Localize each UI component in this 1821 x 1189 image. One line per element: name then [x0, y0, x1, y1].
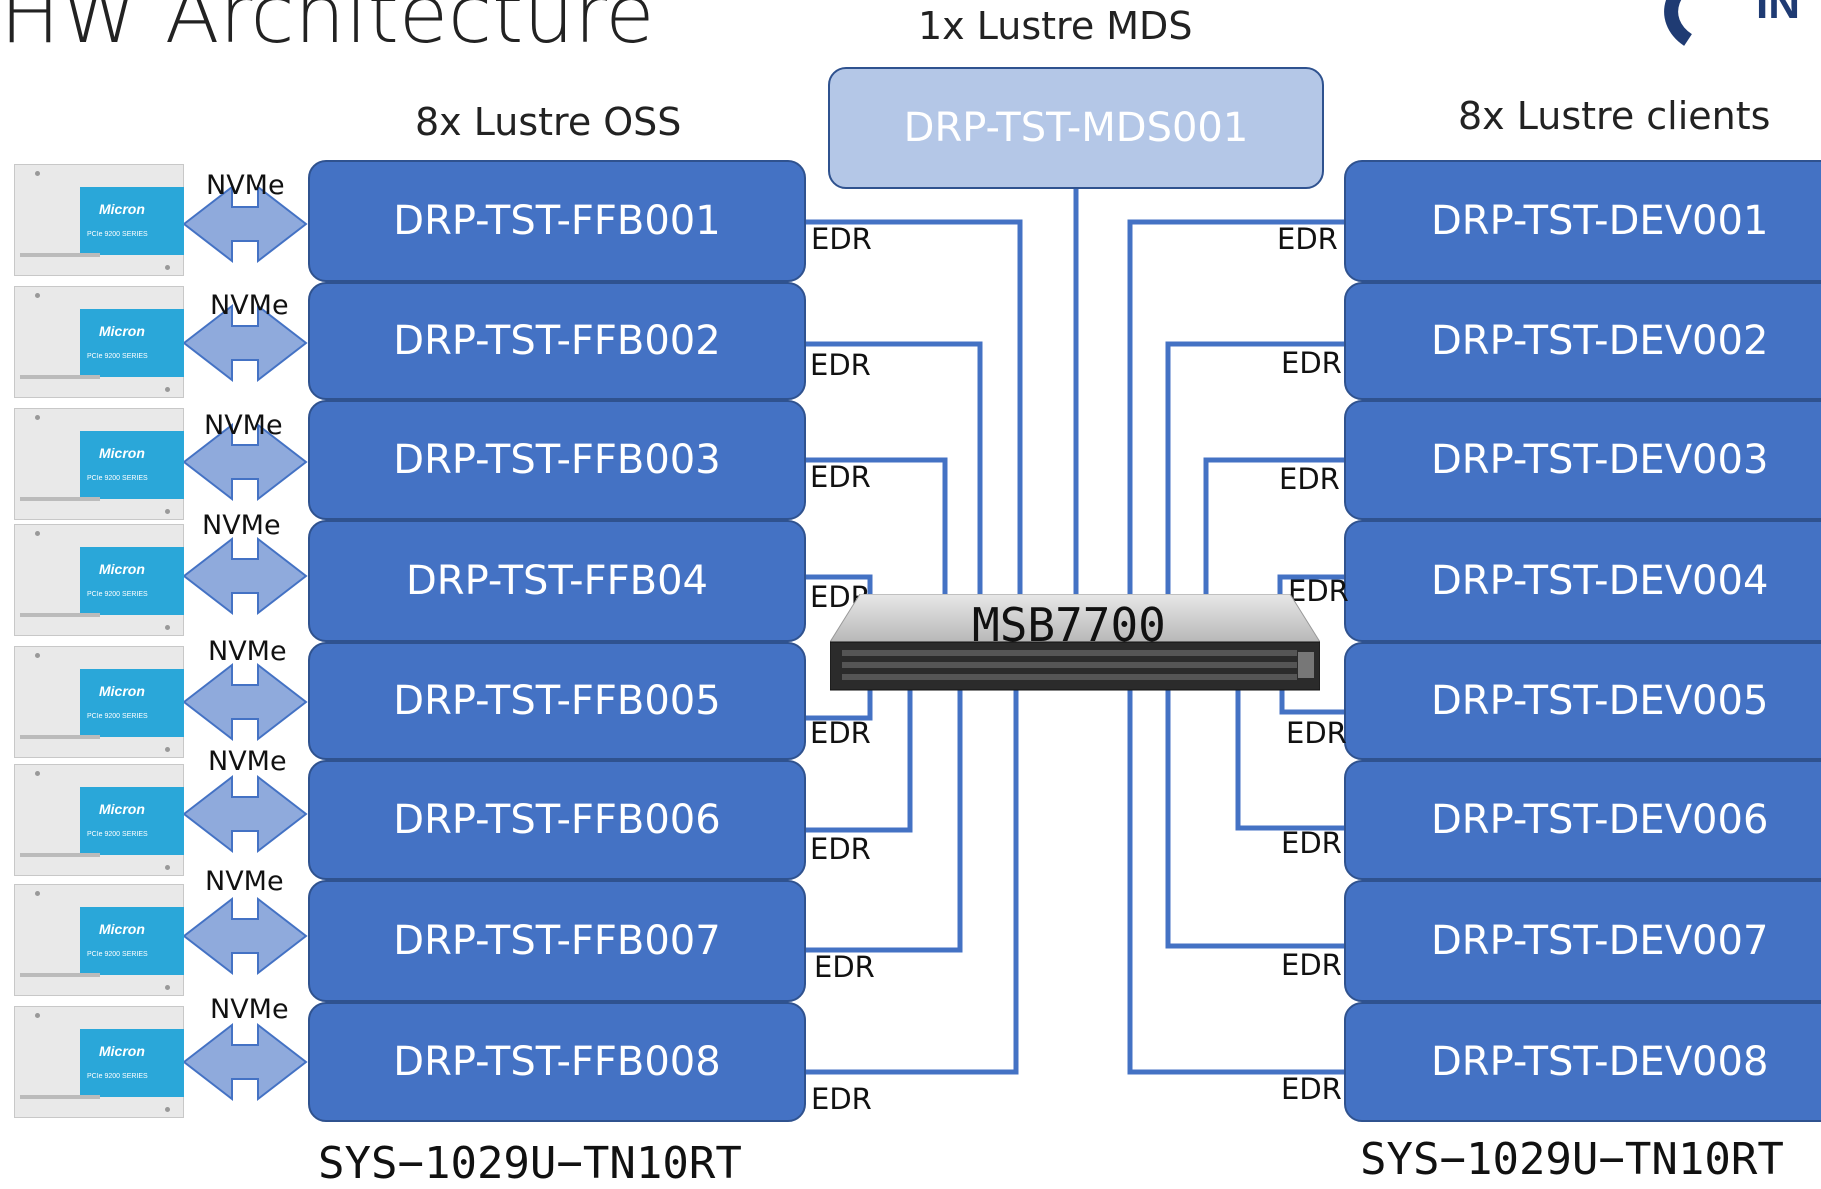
client-node: DRP-TST-DEV008 — [1344, 1002, 1821, 1122]
oss-node: DRP-TST-FFB007 — [308, 880, 806, 1002]
oss-node-label: DRP-TST-FFB002 — [393, 318, 720, 364]
switch-label: MSB7700 — [972, 598, 1166, 652]
oss-node-label: DRP-TST-FFB007 — [393, 918, 720, 964]
edr-label: EDR — [810, 716, 871, 750]
client-node-label: DRP-TST-DEV004 — [1431, 558, 1768, 604]
client-node: DRP-TST-DEV002 — [1344, 282, 1821, 400]
client-node-label: DRP-TST-DEV005 — [1431, 678, 1768, 724]
ssd-brand: Micron — [99, 801, 145, 817]
oss-node: DRP-TST-FFB006 — [308, 760, 806, 880]
ssd-series: PCIe 9200 SERIES — [87, 713, 148, 720]
ssd-brand: Micron — [99, 561, 145, 577]
oss-node-label: DRP-TST-FFB006 — [393, 797, 720, 843]
mds-node-label: DRP-TST-MDS001 — [904, 105, 1249, 151]
nvme-label: NVMe — [205, 866, 284, 897]
nvme-label: NVMe — [202, 510, 281, 541]
oss-node: DRP-TST-FFB002 — [308, 282, 806, 400]
ssd-brand: Micron — [99, 921, 145, 937]
oss-model-label: SYS−1029U−TN10RT — [318, 1138, 742, 1189]
mds-node: DRP-TST-MDS001 — [828, 67, 1324, 189]
oss-node-label: DRP-TST-FFB001 — [393, 198, 720, 244]
ssd-brand: Micron — [99, 201, 145, 217]
nvme-label: NVMe — [206, 170, 285, 201]
edr-label: EDR — [1281, 1072, 1342, 1106]
client-node-label: DRP-TST-DEV001 — [1431, 198, 1768, 244]
ssd-series: PCIe 9200 SERIES — [87, 353, 148, 360]
oss-node: DRP-TST-FFB04 — [308, 520, 806, 642]
edr-label: EDR — [1281, 826, 1342, 860]
client-node: DRP-TST-DEV007 — [1344, 880, 1821, 1002]
client-node: DRP-TST-DEV003 — [1344, 400, 1821, 520]
nvme-label: NVMe — [208, 636, 287, 667]
oss-node: DRP-TST-FFB005 — [308, 642, 806, 760]
edr-label: EDR — [810, 460, 871, 494]
ssd-series: PCIe 9200 SERIES — [87, 951, 148, 958]
edr-label: EDR — [810, 348, 871, 382]
nvme-label: NVMe — [210, 290, 289, 321]
edr-label: EDR — [810, 832, 871, 866]
client-node: DRP-TST-DEV005 — [1344, 642, 1821, 760]
oss-node-label: DRP-TST-FFB008 — [393, 1039, 720, 1085]
edr-label: EDR — [1279, 462, 1340, 496]
oss-node-label: DRP-TST-FFB005 — [393, 678, 720, 724]
ssd-brand: Micron — [99, 445, 145, 461]
edr-label: EDR — [814, 950, 875, 984]
ssd-series: PCIe 9200 SERIES — [87, 1073, 148, 1080]
edr-label: EDR — [1281, 346, 1342, 380]
client-node-label: DRP-TST-DEV007 — [1431, 918, 1768, 964]
client-model-label: SYS−1029U−TN10RT — [1360, 1134, 1784, 1185]
edr-label: EDR — [1281, 948, 1342, 982]
edr-label: EDR — [811, 222, 872, 256]
oss-node: DRP-TST-FFB008 — [308, 1002, 806, 1122]
ssd-series: PCIe 9200 SERIES — [87, 591, 148, 598]
ssd-series: PCIe 9200 SERIES — [87, 831, 148, 838]
edr-label: EDR — [1286, 716, 1347, 750]
ssd-series: PCIe 9200 SERIES — [87, 231, 148, 238]
client-node-label: DRP-TST-DEV003 — [1431, 437, 1768, 483]
oss-node-label: DRP-TST-FFB04 — [406, 558, 708, 604]
nvme-label: NVMe — [210, 994, 289, 1025]
client-node: DRP-TST-DEV001 — [1344, 160, 1821, 282]
nvme-label: NVMe — [208, 746, 287, 777]
oss-node: DRP-TST-FFB003 — [308, 400, 806, 520]
client-node: DRP-TST-DEV006 — [1344, 760, 1821, 880]
nvme-label: NVMe — [204, 410, 283, 441]
client-node-label: DRP-TST-DEV008 — [1431, 1039, 1768, 1085]
edr-label: EDR — [1277, 222, 1338, 256]
oss-node: DRP-TST-FFB001 — [308, 160, 806, 282]
client-node-label: DRP-TST-DEV002 — [1431, 318, 1768, 364]
oss-node-label: DRP-TST-FFB003 — [393, 437, 720, 483]
client-node-label: DRP-TST-DEV006 — [1431, 797, 1768, 843]
ssd-brand: Micron — [99, 683, 145, 699]
ssd-brand: Micron — [99, 323, 145, 339]
client-node: DRP-TST-DEV004 — [1344, 520, 1821, 642]
ssd-brand: Micron — [99, 1043, 145, 1059]
ssd-series: PCIe 9200 SERIES — [87, 475, 148, 482]
edr-label: EDR — [811, 1082, 872, 1116]
